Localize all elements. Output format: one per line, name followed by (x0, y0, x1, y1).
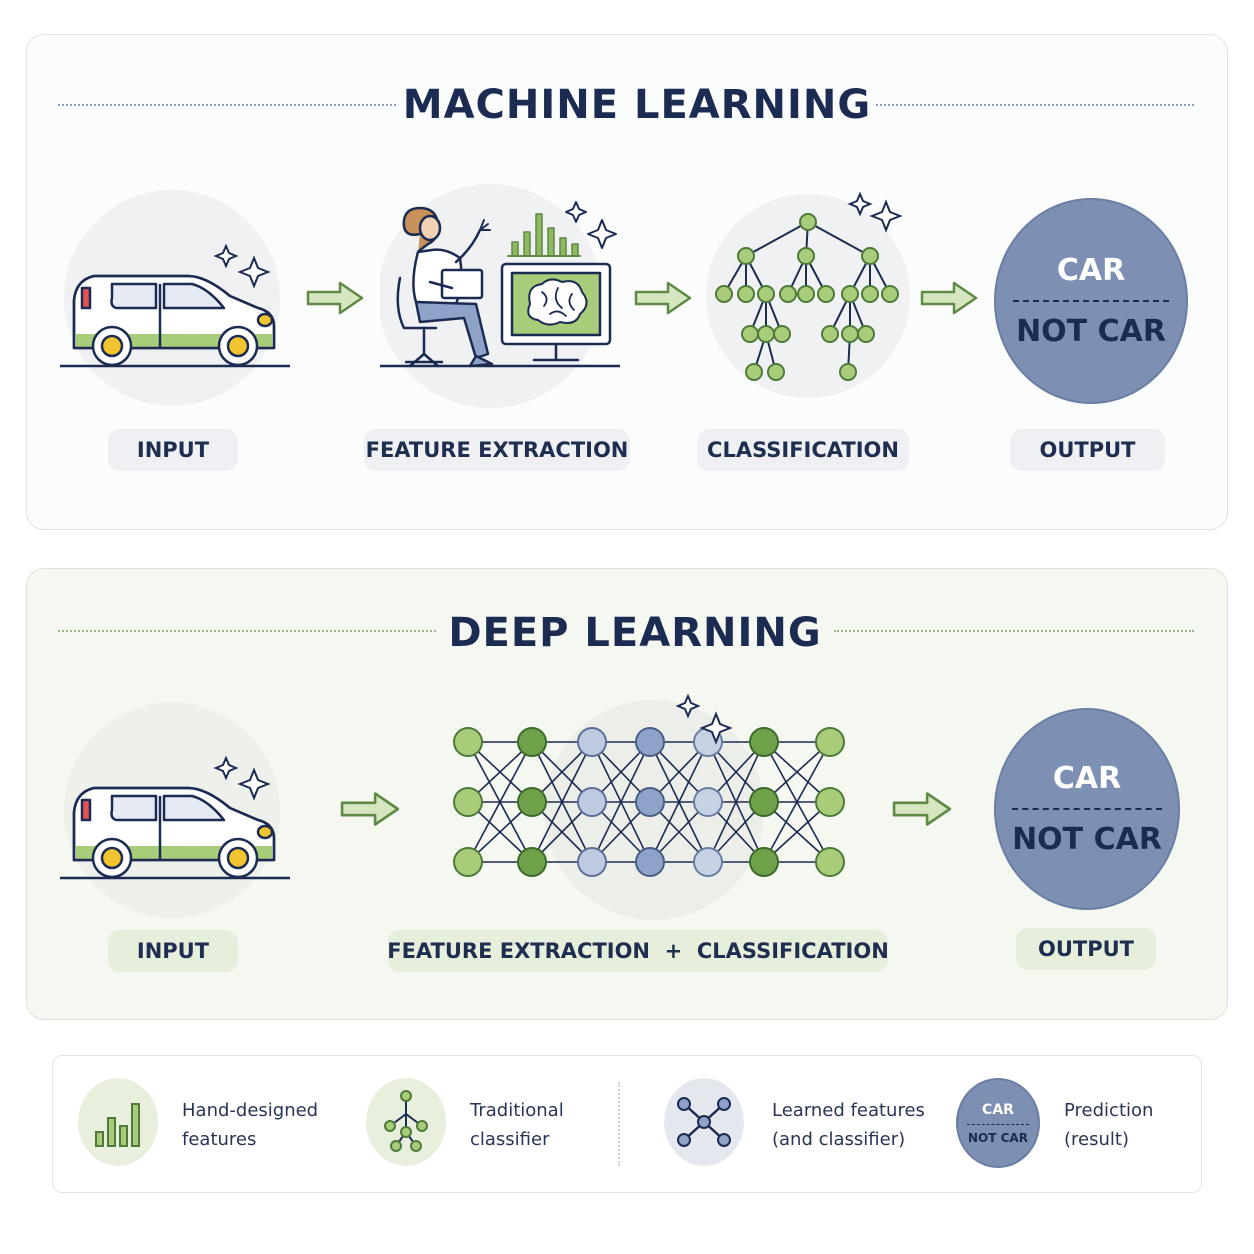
legend-item-traditional-classifier: Traditional classifier (470, 1096, 564, 1154)
legend-line: Learned features (772, 1100, 925, 1121)
legend-item-learned-features: Learned features (and classifier) (772, 1096, 925, 1154)
nn-node (749, 727, 779, 757)
ml-output-circle: CAR NOT CAR (994, 198, 1188, 404)
dl-input-label: INPUT (108, 930, 238, 972)
nn-edge (707, 741, 765, 863)
legend-badge-car: CAR (982, 1101, 1014, 1118)
nn-node (517, 847, 547, 877)
output-car-label: CAR (1052, 761, 1122, 796)
nn-edge (649, 741, 709, 863)
legend-line: Traditional (470, 1100, 564, 1121)
nn-edge (763, 741, 831, 863)
dl-input-car-illustration (60, 702, 290, 918)
ml-output-label: OUTPUT (1010, 429, 1165, 471)
title-divider-right (834, 630, 1194, 632)
arrow-icon (920, 281, 978, 315)
output-divider (1012, 808, 1162, 810)
legend-line: Hand-designed (182, 1100, 319, 1121)
nn-node (577, 847, 607, 877)
tree-icon (366, 1078, 446, 1166)
nn-edge (591, 741, 651, 863)
nn-node (635, 847, 665, 877)
arrow-icon (306, 281, 364, 315)
nn-node (693, 787, 723, 817)
nn-node (749, 847, 779, 877)
nn-node (517, 787, 547, 817)
arrow-icon (892, 792, 952, 826)
legend-item-hand-designed: Hand-designed features (182, 1096, 318, 1154)
legend-badge-divider (966, 1123, 1030, 1125)
prediction-icon: CAR NOT CAR (956, 1078, 1040, 1168)
nn-node (749, 787, 779, 817)
feature-extraction-illustration (380, 184, 620, 408)
output-not-car-label: NOT CAR (1016, 314, 1166, 349)
classification-tree-illustration (706, 191, 910, 398)
legend-line: Prediction (1064, 1100, 1154, 1121)
legend-badge-not-car: NOT CAR (968, 1130, 1028, 1145)
nn-node (693, 847, 723, 877)
nn-node (577, 787, 607, 817)
title-divider-right (876, 104, 1194, 106)
legend-item-prediction: Prediction (result) (1064, 1096, 1153, 1154)
nn-node (635, 727, 665, 757)
nn-node (453, 847, 483, 877)
legend-line: classifier (470, 1129, 550, 1150)
output-divider (1013, 300, 1169, 302)
ml-input-car-illustration (60, 190, 290, 406)
dl-output-label: OUTPUT (1016, 928, 1156, 970)
nn-node (815, 727, 845, 757)
nn-node (577, 727, 607, 757)
ml-feature-extraction-label: FEATURE EXTRACTION (364, 429, 630, 471)
neural-network-illustration (453, 693, 845, 920)
legend-divider (618, 1082, 620, 1166)
arrow-icon (340, 792, 400, 826)
nn-node (453, 787, 483, 817)
legend-line: (result) (1064, 1129, 1129, 1150)
nn-edge (531, 741, 593, 863)
title-divider-left (58, 630, 436, 632)
network-icon (664, 1078, 744, 1166)
nn-node (815, 847, 845, 877)
dl-title: DEEP LEARNING (448, 610, 822, 656)
dl-output-circle: CAR NOT CAR (994, 708, 1180, 910)
ml-classification-label: CLASSIFICATION (697, 429, 909, 471)
nn-node (635, 787, 665, 817)
nn-node (453, 727, 483, 757)
output-not-car-label: NOT CAR (1012, 822, 1162, 857)
title-divider-left (58, 104, 396, 106)
legend-line: features (182, 1129, 257, 1150)
legend-line: (and classifier) (772, 1129, 906, 1150)
ml-title: MACHINE LEARNING (402, 82, 872, 128)
nn-node (517, 727, 547, 757)
arrow-icon (634, 281, 692, 315)
dl-feature-extraction-classification-label: FEATURE EXTRACTION + CLASSIFICATION (387, 930, 889, 972)
nn-edge (467, 741, 533, 863)
ml-input-label: INPUT (108, 429, 238, 471)
output-car-label: CAR (1056, 253, 1126, 288)
nn-node (815, 787, 845, 817)
bar-chart-icon (78, 1078, 158, 1166)
